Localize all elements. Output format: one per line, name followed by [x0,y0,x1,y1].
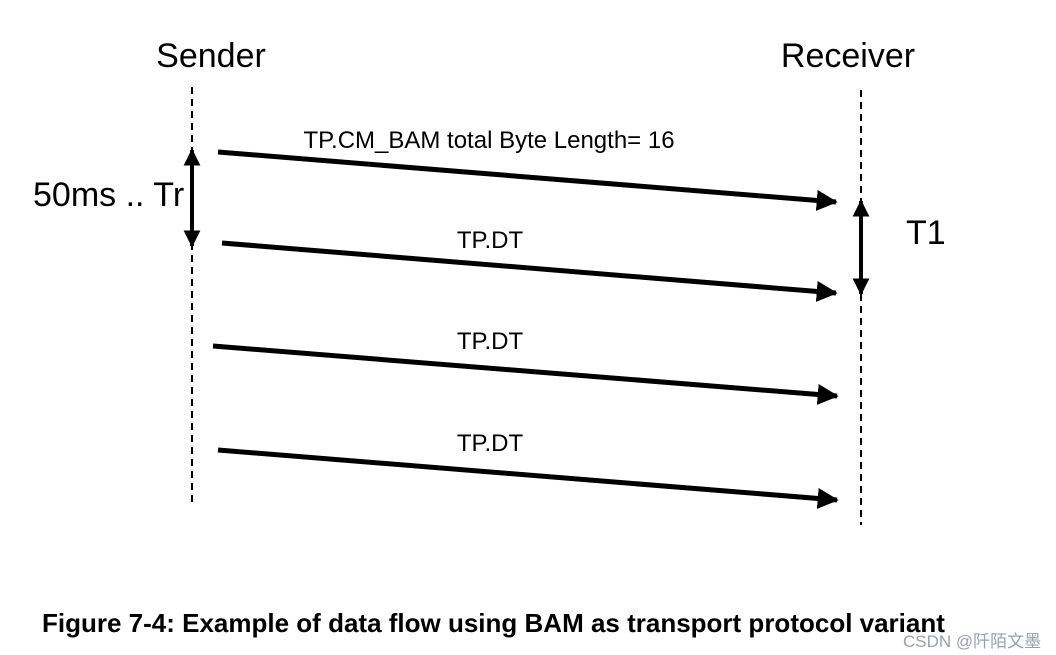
message-label-dt-2: TP.DT [456,328,524,355]
figure-caption: Figure 7-4: Example of data flow using B… [42,608,945,638]
message-arrow-dt-3 [217,447,839,509]
timing-label-t1: T1 [906,214,946,252]
sender-label: Sender [156,37,266,75]
timing-label-tr: 50ms .. Tr [33,176,185,214]
message-arrow-dt-1 [221,240,838,302]
message-label-cm-bam: TP.CM_BAM total Byte Length= 16 [303,127,675,154]
message-label-dt-1: TP.DT [456,227,524,254]
receiver-label: Receiver [780,37,916,75]
message-label-dt-3: TP.DT [456,430,524,457]
csdn-watermark: CSDN @阡陌文墨 [903,632,1042,651]
message-arrow-cm-bam [217,149,838,211]
message-arrow-dt-2 [212,343,839,405]
